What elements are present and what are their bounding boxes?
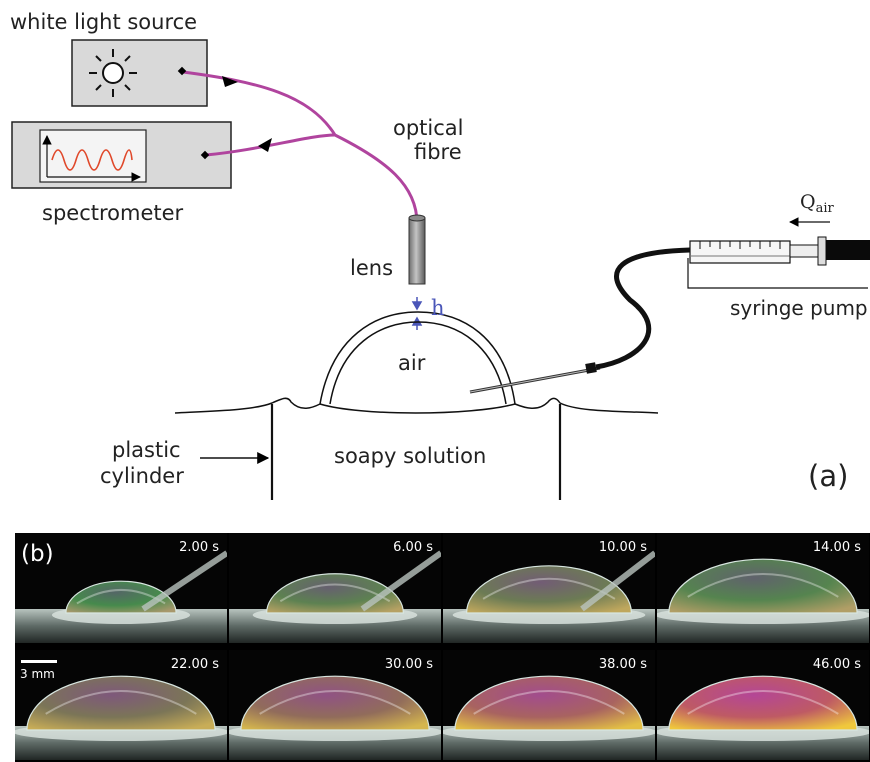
bubble-highlight <box>687 573 839 598</box>
photo-frame-1: 2.00 s (b) <box>15 533 227 643</box>
bubble-dome <box>668 558 858 614</box>
optical-fibre-label-line2: fibre <box>414 140 462 164</box>
flow-rate-symbol: Q <box>800 191 816 213</box>
bubble <box>319 311 516 414</box>
lamp-icon <box>89 49 137 97</box>
bubble-photo <box>443 675 655 760</box>
bubble-photo <box>657 675 869 760</box>
scale-bar <box>21 660 57 663</box>
timestamp: 6.00 s <box>393 540 433 555</box>
lens <box>408 217 426 285</box>
syringe-pump <box>687 236 870 289</box>
timestamp: 46.00 s <box>812 657 861 672</box>
bubble-photo <box>657 558 869 643</box>
bubble-highlight <box>687 690 839 715</box>
liquid-surface <box>174 397 659 414</box>
bubble-highlight <box>473 690 625 715</box>
panel-a-label: (a) <box>808 459 849 493</box>
bubble-photo-grid: 2.00 s (b) 6.00 s 10.00 s 14.00 s 22.00 s… <box>15 533 870 762</box>
air-tubing <box>595 247 691 370</box>
needle <box>580 550 655 612</box>
optical-fibre-label-line1: optical <box>393 116 464 140</box>
timestamp: 14.00 s <box>812 540 861 555</box>
bubble-photo <box>229 675 441 760</box>
bubble-highlight <box>45 690 197 715</box>
light-source-label: white light source <box>10 10 198 34</box>
photo-frame-4: 14.00 s <box>657 533 869 643</box>
photo-frame-3: 10.00 s <box>443 533 655 643</box>
plastic-cylinder-label-line1: plastic <box>112 438 181 462</box>
bubble-photo <box>443 550 655 643</box>
photo-frame-7: 38.00 s <box>443 650 655 760</box>
bubble-dome <box>240 675 430 731</box>
timestamp: 22.00 s <box>170 657 219 672</box>
photo-frame-8: 46.00 s <box>657 650 869 760</box>
bubble-dome <box>454 675 644 731</box>
air-label: air <box>398 351 426 375</box>
needle <box>141 550 227 612</box>
bubble-highlight <box>482 577 616 600</box>
bubble-highlight <box>259 690 411 715</box>
bubble-dome <box>26 675 216 731</box>
spectrometer-label: spectrometer <box>42 201 184 225</box>
spectrum-display <box>39 129 147 183</box>
syringe-pump-label: syringe pump <box>730 296 868 320</box>
timestamp: 2.00 s <box>179 540 219 555</box>
flow-rate-subscript: air <box>815 201 834 216</box>
flow-rate-label: Qair <box>800 191 834 216</box>
gap-marker <box>411 297 423 330</box>
needle <box>469 362 601 394</box>
gap-label: h <box>431 296 445 320</box>
timestamp: 30.00 s <box>384 657 433 672</box>
plastic-cylinder-label-line2: cylinder <box>100 464 184 488</box>
optical-fibre <box>177 66 419 226</box>
bubble-dome <box>668 675 858 731</box>
lens-label: lens <box>350 256 394 280</box>
bubble-photo <box>15 550 227 643</box>
needle <box>360 550 441 612</box>
photo-frame-6: 30.00 s <box>229 650 441 760</box>
timestamp: 38.00 s <box>598 657 647 672</box>
photo-frame-2: 6.00 s <box>229 533 441 643</box>
plastic-cylinder <box>270 404 562 500</box>
spectrum-wave <box>51 149 133 171</box>
photo-frame-5: 22.00 s 3 mm <box>15 650 227 760</box>
soapy-solution-label: soapy solution <box>334 444 487 468</box>
timestamp: 10.00 s <box>598 540 647 555</box>
bubble-photo <box>15 675 227 760</box>
experimental-setup-schematic <box>11 39 870 500</box>
panel-b-label: (b) <box>21 541 54 567</box>
bubble-photo <box>229 550 441 643</box>
scale-bar-label: 3 mm <box>20 667 55 681</box>
